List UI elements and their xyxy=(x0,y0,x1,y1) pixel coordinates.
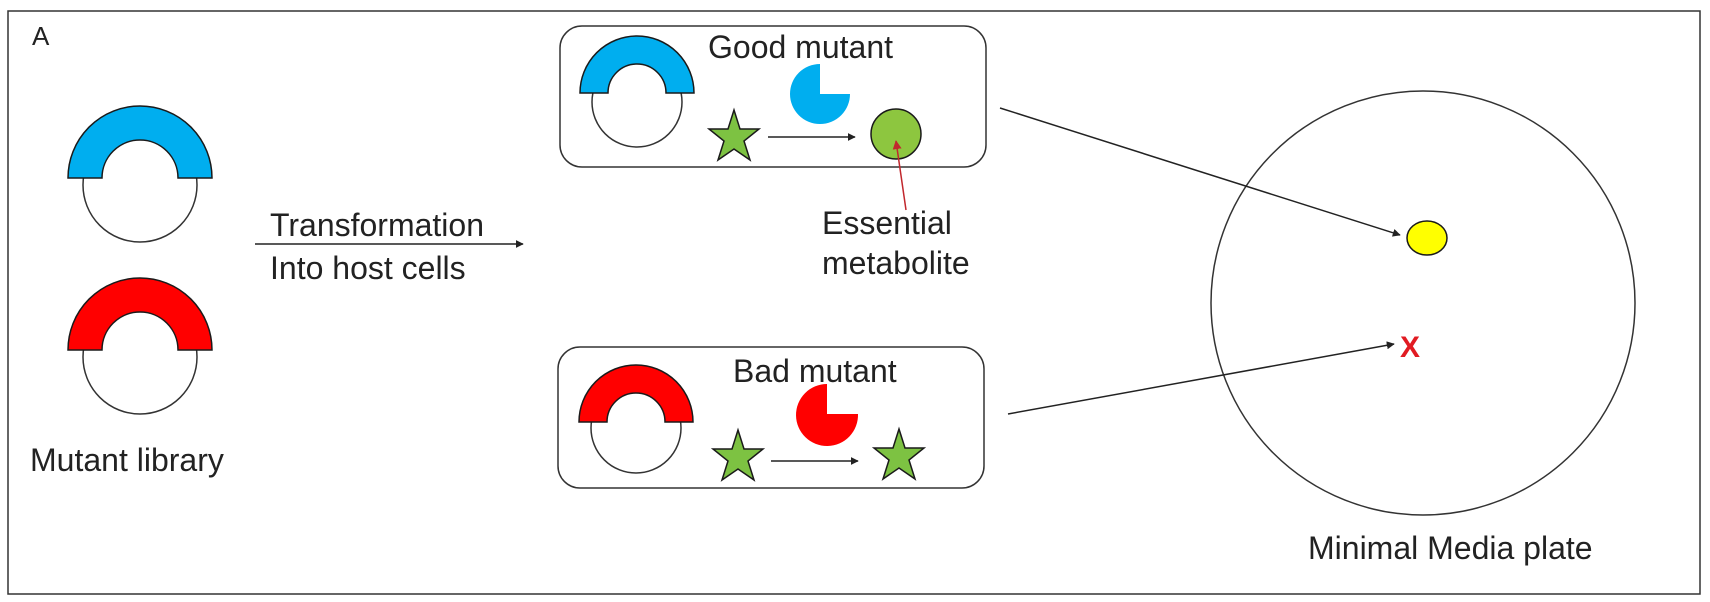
good-mutant-to-plate-arrow xyxy=(999,107,1401,237)
essential-metabolite-label-line1: Essential xyxy=(822,205,952,241)
enzyme-gene-segment-red xyxy=(67,277,213,351)
unconverted-substrate-star xyxy=(871,426,927,481)
bad-mutant-cell: Bad mutant xyxy=(557,346,985,489)
active-enzyme-pacman-blue xyxy=(790,64,850,124)
mutant-library-label: Mutant library xyxy=(30,442,224,478)
panel-label: A xyxy=(32,21,50,51)
no-growth-mark: X xyxy=(1400,331,1420,364)
bad-mutant-to-plate-arrow xyxy=(1007,341,1395,415)
transformation-label-line1: Transformation xyxy=(270,207,484,243)
library-plasmid-blue xyxy=(67,105,213,243)
metabolite-pointer-arrow xyxy=(892,140,907,211)
good-mutant-title: Good mutant xyxy=(708,29,893,65)
minimal-media-plate xyxy=(1210,90,1636,516)
transformation-label-line2: Into host cells xyxy=(270,250,466,286)
enzyme-gene-segment-blue xyxy=(67,105,213,179)
essential-metabolite-label-line2: metabolite xyxy=(822,245,970,281)
figure-frame xyxy=(7,10,1701,595)
plate-label: Minimal Media plate xyxy=(1308,530,1593,566)
essential-metabolite-circle xyxy=(870,108,922,160)
library-plasmid-red xyxy=(67,277,213,415)
colony-growth xyxy=(1406,220,1448,256)
bad-mutant-title: Bad mutant xyxy=(733,353,897,389)
enzyme-gene-segment-blue xyxy=(579,35,695,94)
inactive-enzyme-pacman-red xyxy=(796,384,859,446)
good-mutant-cell: Good mutant xyxy=(559,25,987,168)
enzyme-gene-segment-red xyxy=(578,364,694,423)
bad-mutant-plasmid xyxy=(578,364,694,474)
substrate-star xyxy=(706,107,762,162)
substrate-star xyxy=(710,427,766,482)
good-mutant-plasmid xyxy=(579,35,695,148)
